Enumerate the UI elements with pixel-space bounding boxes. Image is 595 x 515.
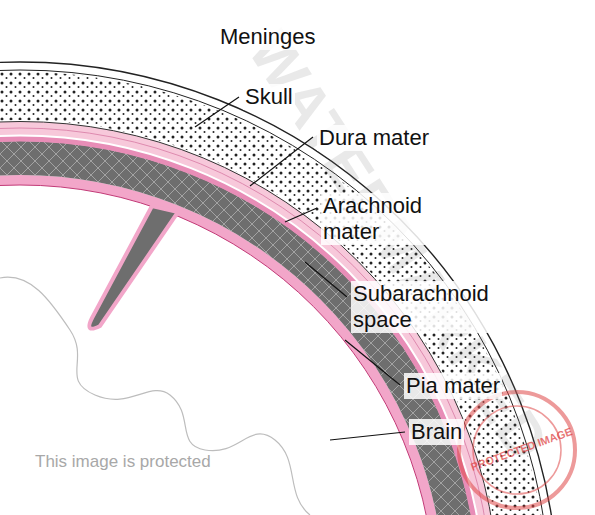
part-label: Dura mater	[317, 125, 431, 151]
arachnoid-trabeculae	[0, 158, 462, 515]
leader-line	[345, 340, 400, 385]
leader-line	[330, 432, 405, 440]
subarachnoid-layer	[0, 158, 462, 515]
diagram-title: Meninges	[218, 24, 317, 50]
sulcus-fold	[89, 206, 178, 329]
skull-inner-line	[0, 70, 550, 515]
part-label: Pia mater	[404, 373, 502, 399]
part-label: Brain	[409, 419, 464, 445]
watermark-text: This image is protected	[35, 452, 211, 472]
part-label: Subarachnoid space	[351, 281, 545, 333]
brain-gyri	[0, 277, 310, 515]
part-label: Arachnoid mater	[321, 193, 461, 245]
part-label: Skull	[243, 84, 295, 110]
leader-line	[305, 262, 347, 297]
skull-outer-line	[0, 62, 558, 515]
leader-line	[285, 208, 317, 222]
leader-line	[195, 97, 239, 127]
